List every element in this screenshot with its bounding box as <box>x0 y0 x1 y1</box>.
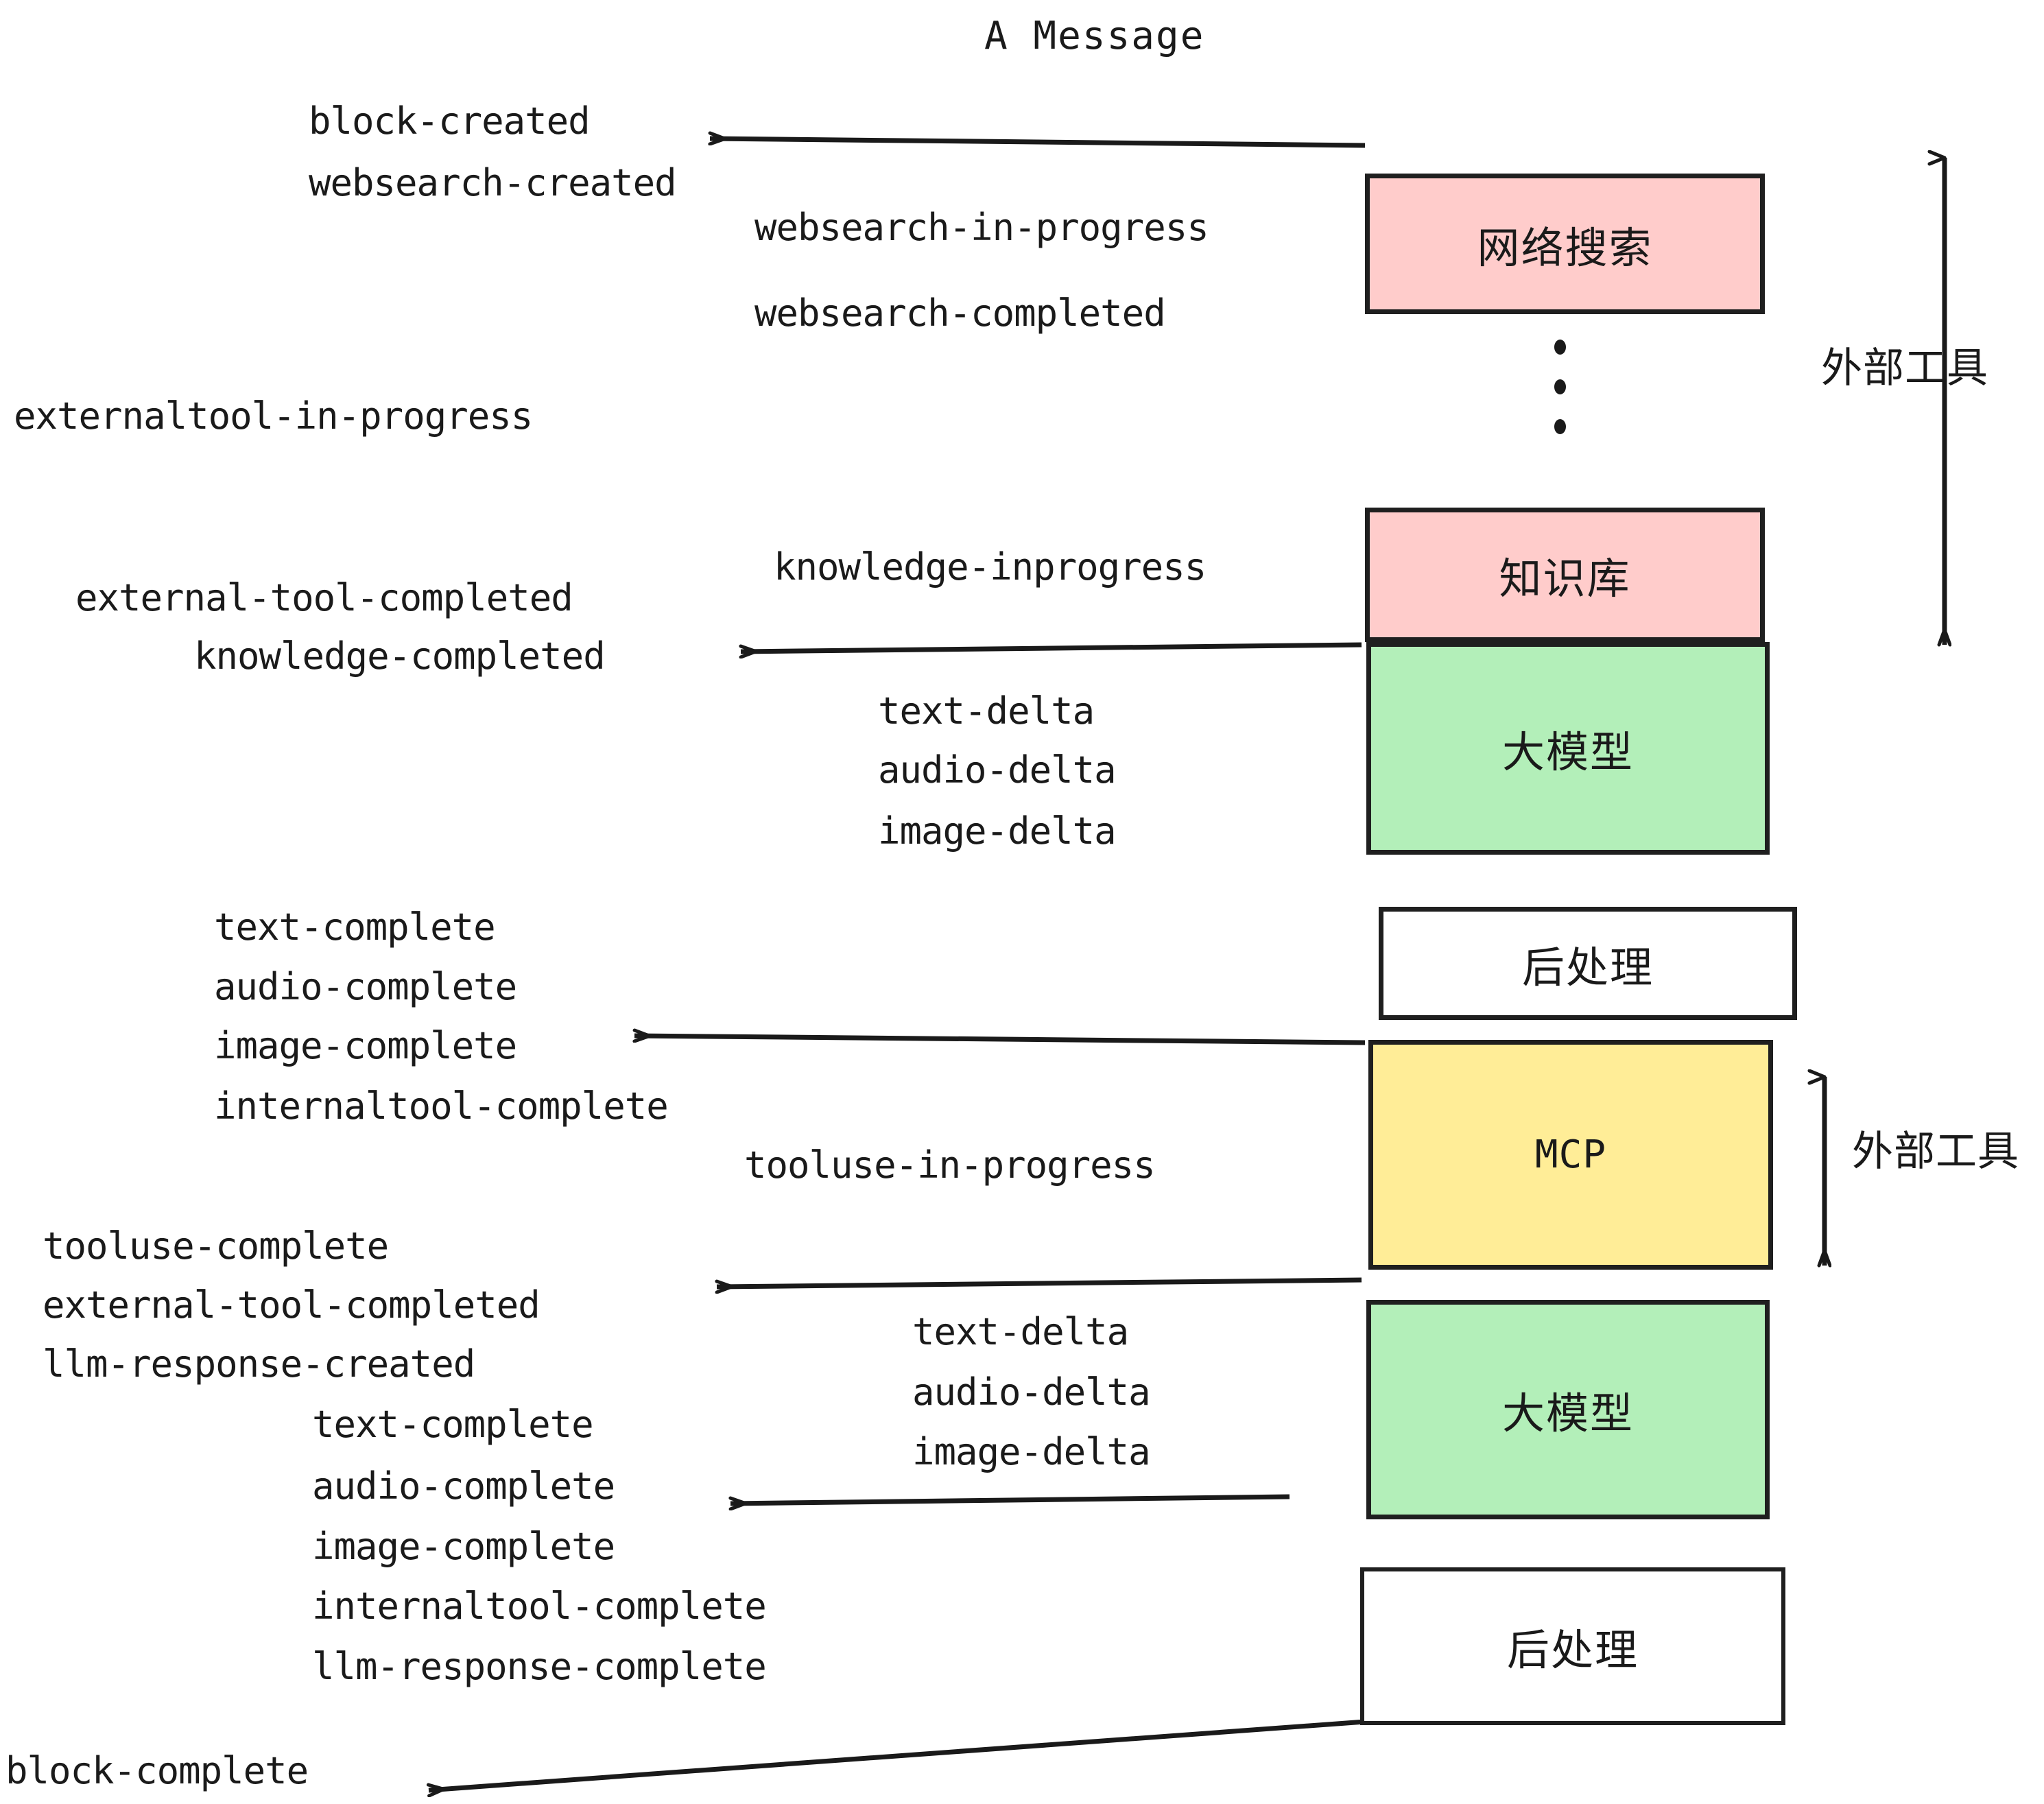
event-external-tool-completed-1: external-tool-completed <box>75 576 573 619</box>
node-knowledge-label: 知识库 <box>1499 554 1631 604</box>
event-knowledge-inprogress: knowledge-inprogress <box>774 545 1207 589</box>
event-text-complete-1: text-complete <box>214 905 496 949</box>
event-tooluse-in-progress: tooluse-in-progress <box>744 1143 1156 1187</box>
node-llm-2-label: 大模型 <box>1501 1388 1634 1438</box>
ellipsis-dot <box>1554 340 1566 355</box>
event-audio-delta-2: audio-delta <box>912 1370 1151 1414</box>
node-llm-1-label: 大模型 <box>1501 727 1634 777</box>
event-block-complete: block-complete <box>5 1749 309 1792</box>
event-image-delta-1: image-delta <box>878 809 1117 853</box>
event-internaltool-complete-1: internaltool-complete <box>214 1084 669 1128</box>
node-postproc-1-label: 后处理 <box>1521 942 1654 993</box>
arrow-websearch-to-block-created <box>710 139 1366 148</box>
event-external-tool-completed-2: external-tool-completed <box>43 1283 540 1327</box>
node-knowledge[interactable]: 知识库 <box>1365 508 1765 642</box>
event-text-delta-1: text-delta <box>878 689 1095 733</box>
node-websearch[interactable]: 网络搜索 <box>1365 174 1765 314</box>
event-audio-complete-1: audio-complete <box>214 965 517 1008</box>
arrow-mcp-to-tooluse-complete <box>717 1277 1362 1287</box>
node-llm-1[interactable]: 大模型 <box>1366 642 1770 855</box>
event-audio-complete-2: audio-complete <box>312 1464 615 1508</box>
arrow-knowledge-to-knowledge-completed <box>741 642 1362 652</box>
event-audio-delta-1: audio-delta <box>878 748 1117 792</box>
event-internaltool-complete-2: internaltool-complete <box>312 1585 767 1628</box>
node-websearch-label: 网络搜索 <box>1477 222 1653 273</box>
page-title: A Message <box>984 14 1205 58</box>
node-postproc-1[interactable]: 后处理 <box>1379 907 1797 1020</box>
event-tooluse-complete: tooluse-complete <box>43 1224 389 1268</box>
side-label-external-tool-bottom: 外部工具 <box>1852 1128 2019 1176</box>
node-postproc-2-label: 后处理 <box>1506 1625 1639 1675</box>
side-label-external-tool-top: 外部工具 <box>1821 344 1988 392</box>
event-text-delta-2: text-delta <box>912 1310 1129 1353</box>
vertical-ellipsis <box>1554 340 1566 434</box>
event-block-created: block-created <box>309 99 591 143</box>
ellipsis-dot <box>1554 379 1566 394</box>
event-websearch-in-progress: websearch-in-progress <box>754 206 1209 249</box>
node-mcp-label: MCP <box>1534 1132 1607 1177</box>
event-image-complete-2: image-complete <box>312 1525 615 1568</box>
node-mcp[interactable]: MCP <box>1368 1040 1773 1270</box>
event-llm-response-created: llm-response-created <box>43 1342 475 1386</box>
event-websearch-created: websearch-created <box>309 161 677 204</box>
event-llm-response-complete: llm-response-complete <box>312 1645 767 1688</box>
event-knowledge-completed: knowledge-completed <box>194 634 606 678</box>
arrow-llm2-to-audio-complete <box>730 1494 1290 1504</box>
event-text-complete-2: text-complete <box>312 1403 594 1446</box>
ellipsis-dot <box>1554 419 1566 434</box>
node-llm-2[interactable]: 大模型 <box>1366 1300 1770 1519</box>
event-websearch-completed: websearch-completed <box>754 292 1166 335</box>
arrow-postproc2-to-block-complete <box>429 1719 1366 1790</box>
event-externaltool-in-progress: externaltool-in-progress <box>14 394 533 438</box>
event-image-complete-1: image-complete <box>214 1024 517 1067</box>
arrow-postproc1-to-image-complete <box>634 1036 1366 1045</box>
node-postproc-2[interactable]: 后处理 <box>1360 1567 1785 1725</box>
event-image-delta-2: image-delta <box>912 1430 1151 1473</box>
